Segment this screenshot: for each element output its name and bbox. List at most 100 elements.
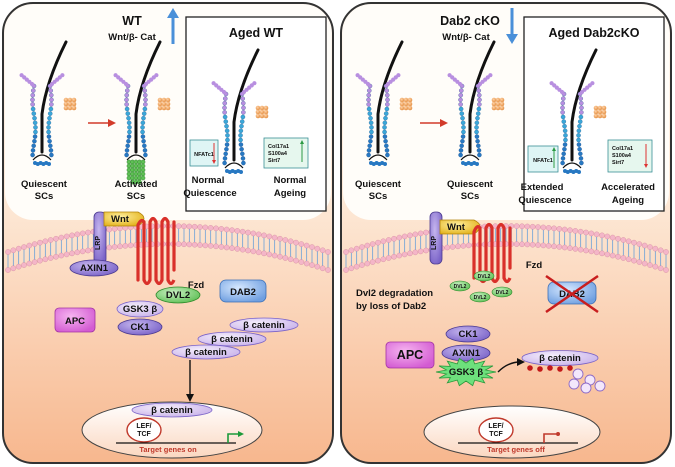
degradation-circle-1 (572, 368, 584, 380)
degradation-circle-3 (568, 378, 580, 390)
right-dab2: DAB2 (545, 274, 599, 314)
right-lef-tcf: LEF/ TCF (478, 417, 514, 443)
left-label-1b: SCs (35, 191, 53, 202)
right-lef-label: LEF/ (488, 423, 503, 430)
right-apc-label: APC (397, 348, 423, 362)
right-axin1-label: AXIN1 (452, 348, 481, 359)
left-nuclear-arrow-icon (186, 360, 194, 402)
left-wnt-signal: Wnt/β- Cat (108, 32, 156, 43)
left-dab2-label: DAB2 (230, 287, 256, 298)
left-apc-label: APC (65, 316, 85, 327)
right-ck1-label: CK1 (458, 329, 478, 340)
left-title: WT (122, 14, 142, 28)
left-bcatenin-1: β catenin (229, 317, 299, 333)
left-gene-3: Sirt7 (268, 158, 280, 164)
right-gsk3b-star-icon (435, 357, 497, 387)
left-apc: APC (54, 307, 96, 333)
left-lef-label: LEF/ (136, 423, 151, 430)
phospho-dot-1 (527, 365, 533, 371)
right-follicle-quiescent-2 (447, 40, 505, 166)
svg-text:DVL2: DVL2 (474, 295, 487, 301)
left-follicle-activated (113, 40, 171, 185)
left-gsk3b-label: GSK3 β (123, 304, 158, 315)
left-nfatc1-label: NFATc1 (194, 152, 214, 158)
phospho-dot-3 (547, 365, 553, 371)
phospho-dot-4 (557, 366, 563, 372)
phospho-dot-5 (567, 365, 573, 371)
right-gene-2: S100a4 (612, 153, 632, 159)
right-degradation-text-1: Dvl2 degradation (356, 288, 433, 299)
dvl2-fragment-2: DVL2 (473, 270, 495, 282)
right-genes-box: Col17a1 S100a4 Sirt7 (607, 139, 653, 173)
right-phosphorylation-dots (527, 365, 573, 372)
left-bcatenin-3-label: β catenin (185, 347, 227, 358)
right-promoter-off-icon (543, 432, 560, 443)
svg-text:DVL2: DVL2 (478, 274, 491, 280)
left-follicle-aged-1 (211, 48, 269, 174)
right-fzd-receptor (472, 226, 512, 280)
svg-text:DVL2: DVL2 (454, 284, 467, 290)
left-aged-label-2a: Normal (274, 175, 307, 186)
right-wnt-label: Wnt (447, 222, 466, 233)
down-arrow-icon (506, 8, 518, 44)
right-aged-box (523, 16, 665, 212)
left-axin1: AXIN1 (69, 259, 119, 277)
right-label-2a: Quiescent (447, 179, 494, 190)
right-degradation-text-2: by loss of Dab2 (356, 301, 426, 312)
left-label-2b: SCs (127, 191, 145, 202)
left-gsk3b: GSK3 β (116, 300, 164, 318)
left-gene-2: S100a4 (268, 151, 288, 157)
left-bcatenin-2: β catenin (197, 331, 267, 347)
right-bcatenin-label: β catenin (539, 353, 581, 364)
left-dvl2-label: DVL2 (166, 290, 190, 301)
right-aged-title: Aged Dab2cKO (549, 26, 640, 40)
right-label-1b: SCs (369, 191, 387, 202)
left-label-1a: Quiescent (21, 179, 68, 190)
left-nfatc1-box: NFATc1 (189, 139, 219, 167)
dvl2-fragment-4: DVL2 (491, 286, 513, 298)
up-arrow-icon (167, 8, 179, 44)
left-nuclear-bcatenin-label: β catenin (151, 405, 193, 416)
right-transition-arrow-icon (420, 119, 448, 127)
right-ck1: CK1 (445, 325, 491, 343)
right-aged-label-2b: Ageing (612, 195, 644, 206)
right-follicle-quiescent-2-sebaceous-gland (491, 97, 505, 111)
right-lrp-receptor: LRP (429, 211, 443, 265)
right-aged-label-1b: Quiescence (518, 195, 571, 206)
left-fzd-label: Fzd (188, 280, 205, 291)
right-label-2b: SCs (461, 191, 479, 202)
left-label-2a: Activated (115, 179, 158, 190)
left-bcatenin-1-label: β catenin (243, 320, 285, 331)
left-transition-arrow-icon (88, 119, 116, 127)
left-ck1-label: CK1 (130, 322, 150, 333)
left-target-genes-label: Target genes on (139, 445, 197, 454)
left-follicle-activated-sebaceous-gland (157, 97, 171, 111)
right-follicle-aged (549, 48, 607, 174)
right-follicle-quiescent-1 (355, 40, 413, 166)
right-aged-label-1a: Extended (521, 182, 564, 193)
left-lrp-label: LRP (95, 236, 102, 250)
right-follicle-aged-sebaceous-gland (593, 105, 607, 119)
right-apc: APC (385, 341, 435, 369)
right-nfatc1-label: NFATc1 (533, 158, 553, 164)
right-aged-label-2a: Accelerated (601, 182, 655, 193)
right-bcatenin: β catenin (521, 350, 599, 366)
left-genes-box: Col17a1 S100a4 Sirt7 (263, 137, 309, 169)
degradation-circle-5 (594, 380, 606, 392)
degradation-circle-4 (580, 382, 592, 394)
dvl2-fragment-3: DVL2 (469, 291, 491, 303)
left-lef-tcf: LEF/ TCF (126, 417, 162, 443)
left-follicle-aged-1-sebaceous-gland (255, 105, 269, 119)
left-aged-title: Aged WT (229, 26, 284, 40)
right-wnt-signal: Wnt/β- Cat (442, 32, 490, 43)
right-gene-3: Sirt7 (612, 160, 624, 166)
right-gene-1: Col17a1 (612, 146, 633, 152)
right-fzd-label: Fzd (526, 260, 543, 271)
right-degradation-circles (568, 368, 606, 394)
right-label-1a: Quiescent (355, 179, 402, 190)
right-lrp-label: LRP (431, 236, 438, 250)
left-fzd-receptor (136, 220, 176, 282)
